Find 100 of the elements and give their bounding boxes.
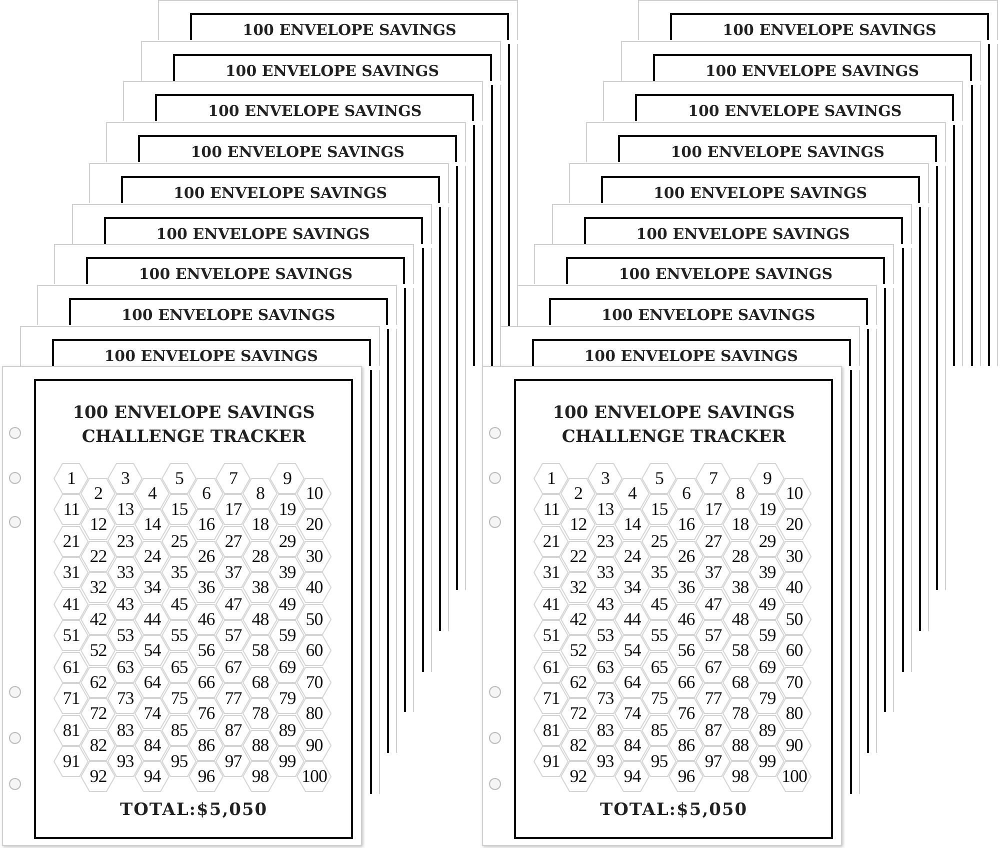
hexagon-cell [53, 683, 90, 714]
hexagon-cell [53, 588, 90, 620]
tracker-page [482, 366, 842, 846]
tracker-page [568, 162, 929, 203]
hexagon-cell [641, 746, 678, 778]
hexagon-number: 29 [278, 530, 297, 553]
page-title: 100 ENVELOPE SAVINGS [138, 265, 354, 284]
hexagon-number: 67 [704, 656, 723, 679]
hexagon-cell [776, 666, 812, 698]
total-amount: TOTAL:$5,050 [598, 800, 749, 820]
tracker-page [534, 244, 894, 284]
hexagon-cell [749, 683, 786, 714]
hexagon-cell [776, 572, 812, 604]
hexagon-number: 83 [596, 718, 615, 742]
hexagon-number: 93 [116, 750, 135, 774]
hexagon-number: 76 [676, 702, 696, 726]
hexagon-number: 82 [568, 734, 588, 757]
hexagon-cell [641, 620, 678, 652]
hexagon-number: 32 [568, 576, 588, 600]
hexagon-number: 61 [542, 656, 561, 679]
hexagon-number: 4 [147, 482, 158, 505]
hexagon-cell [215, 652, 252, 683]
hexagon-number: 23 [116, 530, 135, 553]
hexagon-number: 80 [304, 702, 324, 726]
hexagon-cell [668, 761, 704, 792]
hexagon-number: 74 [622, 702, 642, 726]
hexagon-cell [641, 683, 678, 714]
hexagon-number: 17 [224, 498, 243, 522]
hexagon-number: 65 [170, 656, 189, 679]
hexagon-number: 40 [784, 576, 804, 600]
tracker-page [516, 284, 877, 325]
hexagon-cell [296, 540, 332, 572]
hexagon-cell [53, 746, 90, 778]
hexagon-cell [161, 652, 198, 683]
hexagon-number: 94 [142, 765, 162, 788]
page-title: 100 ENVELOPE SAVINGS [600, 306, 816, 324]
hexagon-cell [695, 557, 732, 588]
hexagon-number: 58 [730, 639, 750, 662]
hexagon-number: 94 [622, 765, 642, 788]
hexagon-number: 61 [62, 656, 81, 679]
hexagon-number: 26 [196, 544, 216, 568]
hexagon-number: 57 [224, 624, 243, 648]
hexagon-cell [161, 714, 198, 746]
hexagon-cell [242, 761, 278, 792]
page-title: 100 ENVELOPE SAVINGS [120, 306, 336, 324]
hexagon-number: 40 [304, 576, 324, 600]
hexagon-cell [53, 494, 90, 526]
hexagon-cell [533, 526, 570, 557]
hexagon-number: 48 [250, 608, 270, 631]
hexagon-number: 66 [676, 670, 696, 694]
page-title: 100 ENVELOPE SAVINGS [635, 224, 851, 242]
page-title: 100 ENVELOPE SAVINGS [155, 224, 371, 242]
tracker-page [620, 40, 981, 81]
hexagon-number: 89 [758, 718, 777, 742]
hexagon-number: 99 [278, 750, 297, 774]
hexagon-number: 59 [278, 624, 297, 648]
hexagon-cell [533, 620, 570, 652]
hexagon-number: 27 [224, 530, 243, 553]
hexagon-cell [587, 714, 624, 746]
hexagon-number: 31 [542, 561, 561, 584]
hexagon-number: 63 [116, 656, 135, 679]
hexagon-cell [533, 683, 570, 714]
hexagon-cell [614, 761, 650, 792]
hexagon-number: 29 [758, 530, 777, 553]
hexagon-cell [269, 588, 306, 620]
hexagon-cell [269, 683, 306, 714]
hexagon-number: 7 [228, 466, 239, 490]
hexagon-number: 75 [650, 687, 669, 710]
hexagon-number: 93 [596, 750, 615, 774]
hexagon-cell [296, 730, 332, 761]
hexagon-cell [53, 652, 90, 683]
hexagon-number: 97 [224, 750, 243, 774]
hexagon-number: 16 [196, 513, 216, 536]
hexagon-cell [587, 746, 624, 778]
hexagon-number: 62 [568, 670, 588, 694]
hexagon-cell [641, 494, 678, 526]
hexagon-number: 77 [704, 687, 723, 710]
hexagon-number: 43 [596, 592, 615, 616]
hexagon-number: 80 [784, 702, 804, 726]
hexagon-number: 79 [758, 687, 777, 710]
hexagon-cell [749, 714, 786, 746]
hexagon-number: 75 [170, 687, 189, 710]
hexagon-cell [296, 635, 332, 666]
hexagon-cell [188, 698, 224, 730]
hexagon-cell [269, 526, 306, 557]
tracker-page [638, 0, 998, 40]
hexagon-cell [641, 526, 678, 557]
hexagon-number: 82 [88, 734, 108, 757]
tracker-page [603, 81, 964, 122]
hexagon-cell [53, 620, 90, 652]
hexagon-number: 68 [730, 670, 750, 694]
hexagon-number: 12 [568, 513, 588, 536]
hexagon-number: 37 [224, 561, 243, 584]
hexagon-number: 38 [730, 576, 750, 600]
hexagon-cell [107, 620, 144, 652]
hexagon-cell [749, 557, 786, 588]
hexagon-cell [296, 761, 332, 792]
hexagon-cell [533, 462, 570, 494]
hexagon-cell [749, 462, 786, 494]
hexagon-number: 49 [278, 592, 297, 616]
